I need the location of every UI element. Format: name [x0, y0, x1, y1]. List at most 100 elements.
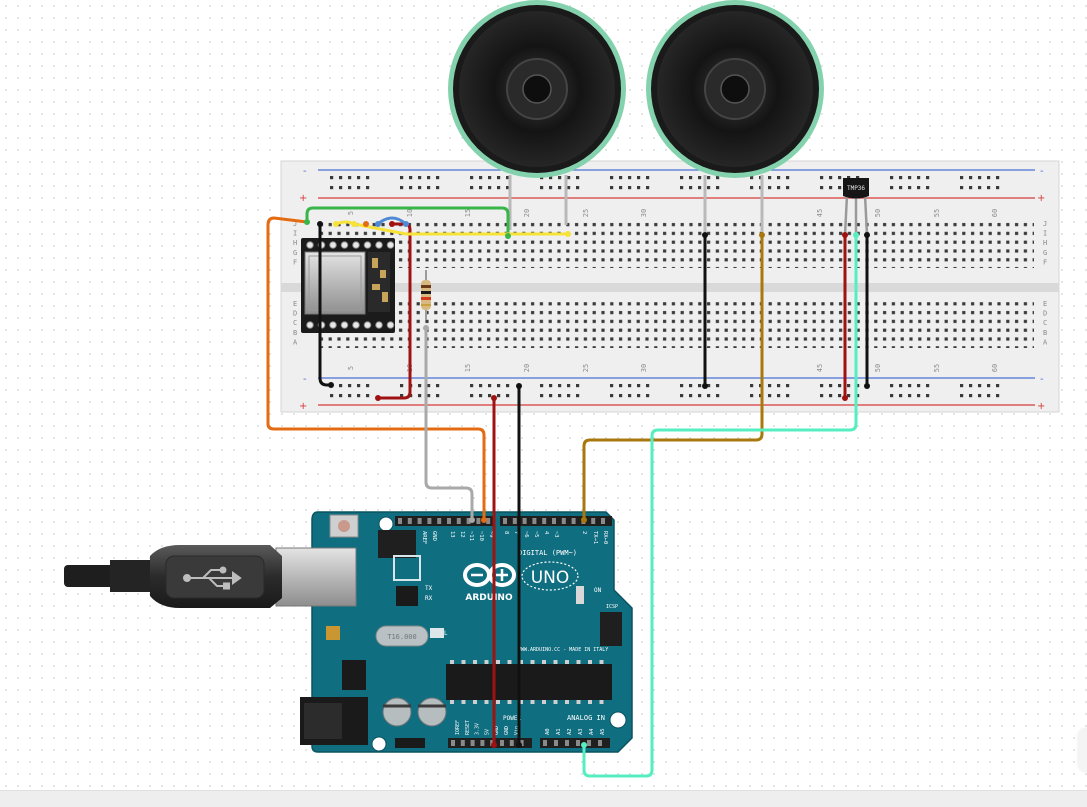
- analog-label: ANALOG IN: [567, 714, 605, 722]
- row-letter: G: [293, 249, 297, 257]
- transistor-package-icon: [843, 178, 869, 199]
- row-letter: B: [293, 329, 297, 337]
- mounting-hole: [371, 736, 387, 752]
- analog-pin-label: A3: [578, 728, 584, 735]
- url-label: WWW.ARDUINO.CC - MADE IN ITALY: [518, 647, 608, 653]
- power-label: POWER: [503, 715, 521, 722]
- digital-pin-label: TX→1: [592, 531, 598, 544]
- row-letter: D: [1043, 310, 1047, 318]
- icsp-header: [600, 612, 622, 646]
- digital-pin-label: ~9: [488, 531, 494, 538]
- rail-plus-label: +: [1037, 193, 1045, 204]
- wire-teal[interactable]: [582, 233, 858, 778]
- row-letter: D: [293, 310, 297, 318]
- analog-pin-label: A0: [545, 728, 551, 735]
- digital-pin-label: ~3: [553, 531, 559, 538]
- digital-pin-label: 2: [581, 531, 587, 534]
- analog-pin-label: A1: [556, 728, 562, 735]
- row-letter: H: [293, 239, 297, 247]
- analog-pin-label: A5: [600, 728, 606, 735]
- column-number: 5: [347, 211, 355, 215]
- wire-green[interactable]: [305, 206, 510, 238]
- digital-pin-label: 13: [449, 531, 455, 538]
- mp3-module[interactable]: [301, 238, 395, 333]
- column-number: 45: [816, 209, 824, 217]
- l-label: L: [444, 630, 448, 637]
- column-number: 20: [523, 209, 531, 217]
- rail-plus-label: +: [299, 401, 307, 412]
- row-letter: F: [293, 258, 297, 266]
- digital-pin-label: ~11: [468, 531, 474, 541]
- header-analog: [540, 738, 610, 748]
- row-letter: G: [1043, 249, 1047, 257]
- rail-minus-label: -: [303, 374, 307, 385]
- fuse: [326, 626, 340, 640]
- terminal-strip-bottom[interactable]: [318, 300, 1034, 348]
- column-number: 55: [933, 209, 941, 217]
- sd-card-module-icon: [304, 251, 366, 315]
- digital-pin-label: 4: [543, 531, 549, 535]
- tx-label: TX: [425, 585, 433, 592]
- digital-pin-label: ~5: [533, 531, 539, 538]
- digital-pin-label: 8: [503, 531, 509, 534]
- power-pin-label: 3.3V: [475, 723, 481, 735]
- speaker-left[interactable]: [448, 0, 626, 230]
- column-number: 60: [991, 364, 999, 372]
- usb-chip: [396, 586, 418, 606]
- column-number: 5: [347, 366, 355, 370]
- power-pin-label: GND: [494, 726, 500, 735]
- column-number: 50: [874, 209, 882, 217]
- center-channel: [281, 283, 1059, 292]
- digital-pin-label: 7: [513, 531, 519, 534]
- board-name: UNO: [531, 568, 570, 588]
- usb-cable[interactable]: [64, 545, 282, 608]
- row-letter: I: [1043, 230, 1047, 238]
- tmp36-sensor[interactable]: TMP36: [843, 178, 869, 236]
- gnd-label: GND: [431, 531, 437, 541]
- column-number: 10: [406, 209, 414, 217]
- terminal-strip-top[interactable]: [318, 220, 1034, 268]
- header-power: [448, 738, 532, 748]
- wire-endpoints: [304, 219, 870, 748]
- arduino-logo-icon: [463, 563, 516, 587]
- rail-plus-label: +: [1037, 401, 1045, 412]
- speaker-right[interactable]: [646, 0, 824, 232]
- row-letter: B: [1043, 329, 1047, 337]
- row-letter: H: [1043, 239, 1047, 247]
- row-letter: A: [293, 338, 298, 346]
- digital-pin-label: RX←0: [602, 531, 608, 544]
- zoom-panel-handle[interactable]: [1079, 728, 1087, 772]
- capacitor: [417, 697, 447, 727]
- power-pin-label: GND: [504, 726, 510, 735]
- row-letter: J: [1043, 220, 1047, 228]
- sensor-label: TMP36: [847, 185, 865, 192]
- rail-minus-label: -: [1040, 374, 1044, 385]
- wire-brown[interactable]: [582, 233, 764, 522]
- wire-black[interactable]: [318, 222, 333, 387]
- board-brand: ARDUINO: [465, 593, 513, 603]
- voltage-regulator: [342, 660, 366, 690]
- wire-orange[interactable]: [266, 216, 486, 522]
- column-number: 30: [640, 364, 648, 372]
- icsp-label: ICSP: [606, 604, 618, 610]
- mounting-hole: [378, 516, 394, 532]
- rail-minus-label: -: [1040, 166, 1044, 177]
- power-pin-label: IOREF: [455, 720, 461, 735]
- column-number: 50: [874, 364, 882, 372]
- rail-minus-label: -: [303, 166, 307, 177]
- usb-icon: [183, 566, 242, 590]
- column-number: 15: [464, 364, 472, 372]
- arduino-uno-board[interactable]: T16.000 UNO ARDUINO DIGITAL (PWM~) ANALO…: [275, 511, 633, 753]
- usb-port: [275, 547, 357, 607]
- digital-label: DIGITAL (PWM~): [518, 549, 577, 557]
- module-pins-top: [306, 241, 395, 249]
- digital-pin-label: ~6: [523, 531, 529, 538]
- resistor[interactable]: [421, 270, 431, 320]
- power-pin-label: RESET: [465, 720, 471, 735]
- wire-gray[interactable]: [424, 326, 474, 522]
- column-number: 45: [816, 364, 824, 372]
